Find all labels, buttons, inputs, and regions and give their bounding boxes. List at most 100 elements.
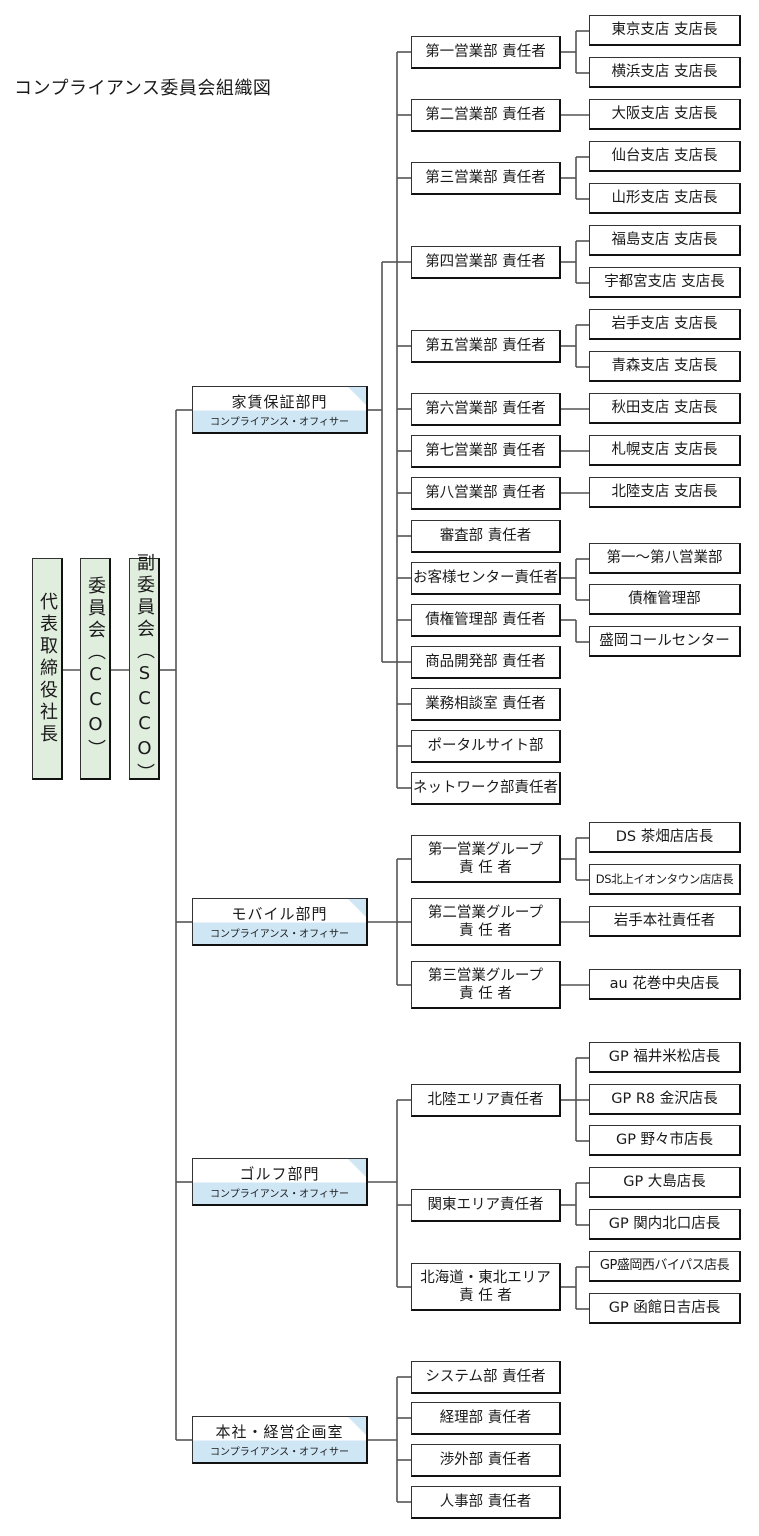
unit-label: 渉外部 責任者 (439, 1452, 532, 1468)
dept-officer: コンプライアンス・オフィサー (210, 929, 349, 940)
rent-leaf-12: 北陸支店 支店長 (589, 477, 741, 508)
rent-leaf-7: 宇都宮支店 支店長 (589, 267, 741, 298)
mobile-leaf-3: 岩手本社責任者 (589, 906, 741, 937)
golf-leaf-7: GP 函館日吉店長 (589, 1293, 741, 1324)
rent-leaf-2: 横浜支店 支店長 (589, 57, 741, 88)
unit-label: システム部 責任者 (425, 1369, 546, 1385)
committee-box: 委員会（CCO） (80, 558, 111, 780)
vice-committee-label: 副委員会（SCCO） (134, 552, 155, 785)
unit-label-line2: 責 任 者 (459, 859, 512, 876)
hq-unit-1: システム部 責任者 (411, 1361, 561, 1394)
golf-leaf-2: GP R8 金沢店長 (589, 1084, 741, 1115)
rent-leaf-11: 札幌支店 支店長 (589, 435, 741, 466)
unit-label-line1: 第一営業グループ (427, 841, 544, 858)
unit-label: 第四営業部 責任者 (425, 254, 546, 270)
rent-unit-5: 第五営業部 責任者 (411, 330, 561, 363)
rent-unit-9: 審査部 責任者 (411, 520, 561, 553)
president-label: 代表取締役社長 (37, 591, 58, 746)
leaf-label: DS 茶畑店店長 (615, 829, 714, 845)
rent-unit-3: 第三営業部 責任者 (411, 162, 561, 195)
golf-leaf-1: GP 福井米松店長 (589, 1042, 741, 1073)
rent-unit-10: お客様センター責任者 (411, 562, 561, 595)
leaf-label: 横浜支店 支店長 (611, 64, 718, 80)
unit-label: 第二営業部 責任者 (425, 107, 546, 123)
unit-label: 第三営業部 責任者 (425, 170, 546, 186)
hq-unit-3: 渉外部 責任者 (411, 1444, 561, 1477)
unit-label: ネットワーク部責任者 (413, 780, 558, 796)
dept-officer: コンプライアンス・オフィサー (210, 1447, 349, 1458)
dept-golf: ゴルフ部門 コンプライアンス・オフィサー (192, 1158, 368, 1206)
leaf-label: GP 函館日吉店長 (608, 1300, 721, 1316)
rent-leaf-9: 青森支店 支店長 (589, 351, 741, 382)
golf-unit-2: 関東エリア責任者 (411, 1189, 561, 1222)
leaf-label: DS北上イオンタウン店店長 (595, 872, 734, 886)
rent-unit-1: 第一営業部 責任者 (411, 36, 561, 69)
rent-unit-15: ネットワーク部責任者 (411, 772, 561, 805)
rent-unit-6: 第六営業部 責任者 (411, 393, 561, 426)
committee-label: 委員会（CCO） (85, 576, 106, 761)
unit-label: 第七営業部 責任者 (425, 443, 546, 459)
unit-label: 経理部 責任者 (439, 1410, 532, 1426)
dept-corner (348, 899, 366, 917)
dept-hq: 本社・経営企画室 コンプライアンス・オフィサー (192, 1416, 368, 1464)
hq-unit-2: 経理部 責任者 (411, 1402, 561, 1435)
leaf-label: 宇都宮支店 支店長 (604, 274, 725, 290)
leaf-label: 岩手本社責任者 (613, 913, 716, 929)
unit-label: お客様センター責任者 (413, 570, 558, 586)
rent-leaf-14: 債権管理部 (589, 584, 741, 615)
hq-unit-4: 人事部 責任者 (411, 1486, 561, 1519)
unit-label: 審査部 責任者 (439, 528, 532, 544)
unit-label-line1: 関東エリア責任者 (427, 1197, 544, 1213)
unit-label: 第一営業部 責任者 (425, 44, 546, 60)
mobile-leaf-2: DS北上イオンタウン店店長 (589, 864, 741, 895)
dept-corner (348, 1159, 366, 1177)
leaf-label: GP 大島店長 (623, 1174, 706, 1190)
leaf-label: 北陸支店 支店長 (611, 484, 718, 500)
rent-leaf-15: 盛岡コールセンター (589, 626, 741, 657)
rent-leaf-1: 東京支店 支店長 (589, 15, 741, 46)
unit-label-line1: 北陸エリア責任者 (427, 1092, 544, 1108)
rent-unit-12: 商品開発部 責任者 (411, 646, 561, 679)
leaf-label: GP盛岡西バイパス店長 (599, 1258, 730, 1273)
leaf-label: GP 関内北口店長 (608, 1216, 721, 1232)
rent-unit-14: ポータルサイト部 (411, 730, 561, 763)
mobile-unit-3: 第三営業グループ 責 任 者 (411, 961, 561, 1009)
rent-leaf-3: 大阪支店 支店長 (589, 99, 741, 130)
rent-unit-11: 債権管理部 責任者 (411, 604, 561, 637)
unit-label-line2: 責 任 者 (459, 985, 512, 1002)
leaf-label: 仙台支店 支店長 (611, 148, 718, 164)
leaf-label: 大阪支店 支店長 (611, 106, 718, 122)
leaf-label: 債権管理部 (628, 591, 701, 607)
dept-name: モバイル部門 (231, 905, 328, 923)
golf-leaf-4: GP 大島店長 (589, 1167, 741, 1198)
rent-leaf-5: 山形支店 支店長 (589, 183, 741, 214)
leaf-label: 福島支店 支店長 (611, 232, 718, 248)
leaf-label: 秋田支店 支店長 (611, 400, 718, 416)
golf-unit-3: 北海道・東北エリア 責 任 者 (411, 1263, 561, 1311)
rent-unit-2: 第二営業部 責任者 (411, 99, 561, 132)
page-title: コンプライアンス委員会組織図 (14, 78, 272, 99)
unit-label-line1: 第二営業グループ (427, 904, 544, 921)
dept-corner (348, 1417, 366, 1435)
unit-label: 業務相談室 責任者 (425, 696, 546, 712)
leaf-label: 札幌支店 支店長 (611, 442, 718, 458)
mobile-unit-2: 第二営業グループ 責 任 者 (411, 898, 561, 946)
unit-label: 商品開発部 責任者 (425, 654, 546, 670)
leaf-label: GP 野々市店長 (615, 1132, 714, 1148)
unit-label-line2: 責 任 者 (459, 922, 512, 939)
unit-label: 第五営業部 責任者 (425, 338, 546, 354)
rent-unit-4: 第四営業部 責任者 (411, 246, 561, 279)
rent-unit-8: 第八営業部 責任者 (411, 477, 561, 510)
rent-leaf-4: 仙台支店 支店長 (589, 141, 741, 172)
rent-leaf-13: 第一～第八営業部 (589, 543, 741, 574)
leaf-label: 岩手支店 支店長 (611, 316, 718, 332)
dept-corner (348, 387, 366, 405)
dept-officer: コンプライアンス・オフィサー (210, 417, 349, 428)
leaf-label: 山形支店 支店長 (611, 190, 718, 206)
rent-leaf-8: 岩手支店 支店長 (589, 309, 741, 340)
unit-label-line2: 責 任 者 (459, 1287, 512, 1304)
rent-unit-7: 第七営業部 責任者 (411, 435, 561, 468)
leaf-label: au 花巻中央店長 (609, 976, 720, 992)
unit-label: 第六営業部 責任者 (425, 401, 546, 417)
vice-committee-box: 副委員会（SCCO） (129, 553, 160, 785)
